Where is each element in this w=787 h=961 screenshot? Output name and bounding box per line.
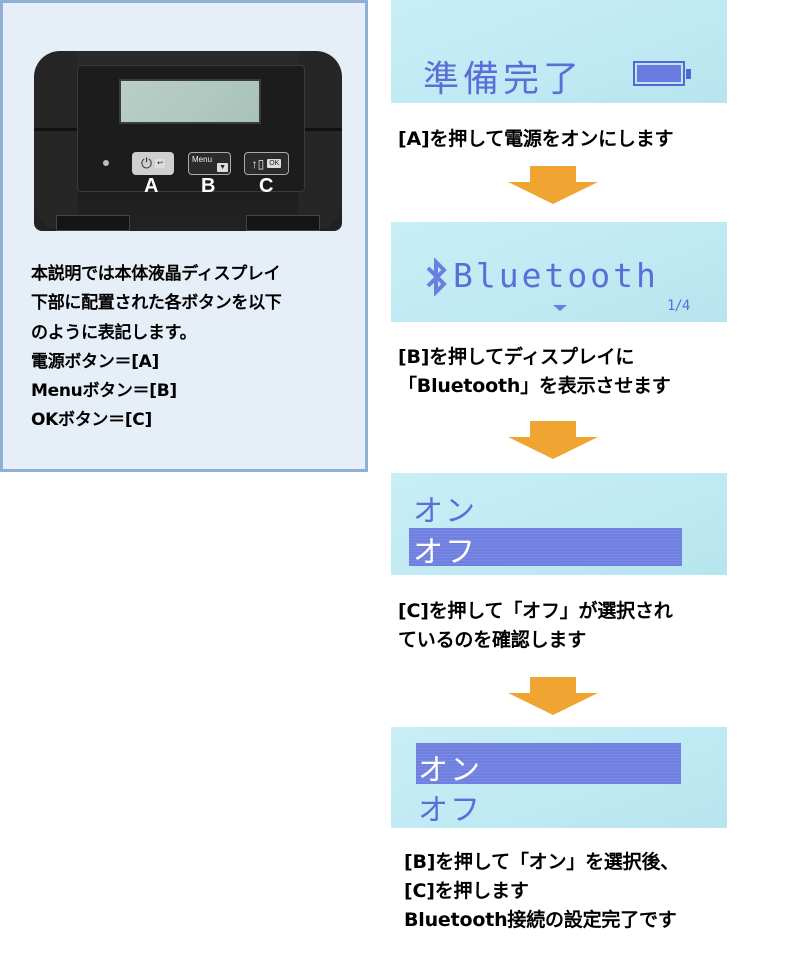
down-arrow-icon [508,421,598,459]
lcd-screen-bluetooth: Bluetooth 1/4 [391,222,727,322]
caption-line: [B]を押して「オン」を選択後、 [404,851,680,873]
step-3-caption: [C]を押して「オフ」が選択され ているのを確認します [398,597,673,655]
menu-button-label: Menu [192,155,213,164]
arrow-shaft [530,677,576,693]
printer-photo: ⏻ ↩ Menu ▼ ↑▯ OK A B C [30,45,346,231]
caption-line: ているのを確認します [398,629,587,651]
button-legend-panel: ⏻ ↩ Menu ▼ ↑▯ OK A B C 本説明では本体液晶 [0,0,368,472]
caption-line: 「Bluetooth」を表示させます [398,375,671,397]
lcd-bluetooth-text: Bluetooth [453,256,659,295]
lcd-option-off-selected: オフ [413,535,477,570]
battery-tip [686,69,691,79]
caption-line: [A]を押して電源をオンにします [398,128,674,150]
menu-button: Menu ▼ [188,152,231,175]
lcd-screen-off-selected: オン オフ [391,473,727,575]
printer-control-panel: ⏻ ↩ Menu ▼ ↑▯ OK [77,65,305,192]
arrow-head [508,182,598,204]
arrow-shaft [530,421,576,437]
power-icon: ⏻ [141,155,153,171]
down-arrow-icon: ▼ [217,163,228,172]
ok-label: OK [267,159,282,168]
lcd-option-off: オフ [418,793,482,828]
caption-line: Bluetooth接続の設定完了です [404,909,677,931]
caption-line: [B]を押してディスプレイに [398,346,635,368]
caption-line: [C]を押して「オフ」が選択され [398,600,673,622]
power-button: ⏻ ↩ [132,152,174,175]
printer-foot-left [56,215,130,231]
lcd-screen-on-selected: オン オフ [391,727,727,828]
back-icon: ↩ [155,159,165,168]
legend-line: 電源ボタン＝[A] [31,351,159,372]
battery-fill [637,65,681,82]
bluetooth-icon [426,258,447,296]
lcd-ready-text: 準備完了 [423,59,584,100]
lcd-selection-highlight: オン [416,743,681,788]
legend-text: 本説明では本体液晶ディスプレイ 下部に配置された各ボタンを以下 のように表記しま… [31,260,351,436]
legend-line: OKボタン＝[C] [31,410,152,431]
arrow-head [508,693,598,715]
down-arrow-icon [508,166,598,204]
arrow-shaft [530,166,576,182]
step-4-caption: [B]を押して「オン」を選択後、 [C]を押します Bluetooth接続の設定… [404,848,679,935]
printer-body: ⏻ ↩ Menu ▼ ↑▯ OK A B C [34,51,342,231]
scroll-down-icon [553,305,567,311]
step-1-caption: [A]を押して電源をオンにします [398,125,674,154]
printer-feet [56,215,320,231]
down-arrow-icon [508,677,598,715]
step-2-caption: [B]を押してディスプレイに 「Bluetooth」を表示させます [398,343,671,401]
label-c: C [259,175,274,197]
legend-line: 下部に配置された各ボタンを以下 [31,293,282,314]
printer-foot-right [246,215,320,231]
printer-bumper-right [298,51,342,229]
caption-line: [C]を押します [404,880,529,902]
label-b: B [201,175,216,197]
printer-lcd [119,79,261,124]
lcd-option-on: オン [413,494,477,529]
status-led [103,160,109,166]
printer-bumper-left [34,51,78,229]
battery-icon [633,61,691,86]
ok-button: ↑▯ OK [244,152,289,175]
legend-line: のように表記します。 [31,322,197,343]
arrow-head [508,437,598,459]
legend-line: 本説明では本体液晶ディスプレイ [31,264,281,284]
label-a: A [144,175,159,197]
page-indicator: 1/4 [667,298,690,314]
feed-icon: ↑▯ [251,156,265,171]
lcd-option-on-selected: オン [418,753,482,788]
lcd-selection-highlight: オフ [409,528,682,570]
legend-line: Menuボタン＝[B] [31,381,177,402]
lcd-screen-ready: 準備完了 [391,0,727,103]
